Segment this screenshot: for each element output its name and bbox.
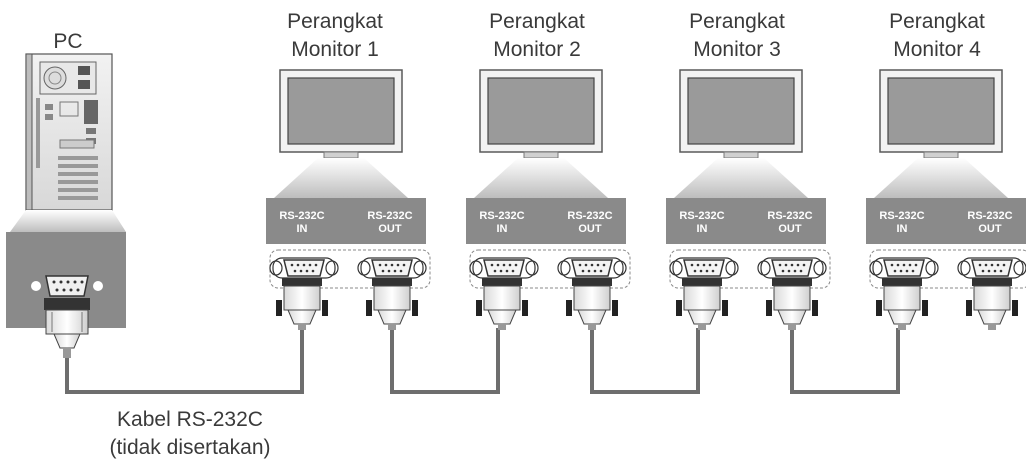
monitor-1-icon [279,69,403,159]
monitor-2-out-plug-icon [566,278,618,330]
monitor-4-in-port-icon [869,257,939,279]
cable-monitor-3-to-monitor-4 [790,328,900,394]
monitor-1-out-port-icon [357,257,427,279]
monitor-1-zoom-beam [274,158,408,198]
monitor-2-in-port-icon [469,257,539,279]
monitor-3-in-port-icon [669,257,739,279]
monitor-4-label: Perangkat Monitor 4 [872,8,1002,64]
monitor-3-port-frame [669,249,831,289]
monitor-4-icon [879,69,1003,159]
monitor-2-label: Perangkat Monitor 2 [472,8,602,64]
monitor-2-port-panel [466,198,626,244]
cable-monitor-2-to-monitor-3 [590,328,700,394]
monitor-1-label-line2: Monitor 1 [291,38,379,61]
monitor-2-label-line2: Monitor 2 [493,38,581,61]
monitor-1-in-plug-icon [276,278,328,330]
rs232c-cables [65,328,900,394]
cable-label: Kabel RS-232C (tidak disertakan) [90,406,290,460]
monitor-3-out-port-icon [757,257,827,279]
monitor-3-label: Perangkat Monitor 3 [672,8,802,64]
monitor-2-port-frame [469,249,631,289]
monitor-3-zoom-beam [674,158,808,198]
monitor-1-port-frame [269,249,431,289]
monitor-3-label-line1: Perangkat [689,10,785,33]
monitor-4-in-plug-icon [876,278,928,330]
monitor-4-port-panel [866,198,1026,244]
monitor-2-out-port-icon [557,257,627,279]
cable-monitor-1-to-monitor-2 [390,328,500,394]
cable-pc-to-monitor-1 [65,328,304,394]
monitor-3-label-line2: Monitor 3 [693,38,781,61]
monitor-3-in-plug-icon [676,278,728,330]
monitor-3-out-plug-icon [766,278,818,330]
monitor-4-out-plug-icon [966,278,1018,330]
monitor-4-zoom-beam [874,158,1008,198]
pc-serial-port-icon [31,275,103,297]
cable-label-line1: Kabel RS-232C [117,408,263,431]
monitor-2-icon [479,69,603,159]
pc-cable-plug-icon [44,298,90,358]
monitor-3-port-panel [666,198,826,244]
cable-label-line2: (tidak disertakan) [109,436,271,459]
pc-tower-icon [25,53,113,211]
monitor-2-label-line1: Perangkat [489,10,585,33]
monitor-2-zoom-beam [474,158,608,198]
monitor-4-label-line1: Perangkat [889,10,985,33]
monitor-4-port-frame [869,249,1026,289]
monitor-1-label: Perangkat Monitor 1 [270,8,400,64]
monitor-4-out-port-icon [957,257,1026,279]
monitor-1-label-line1: Perangkat [287,10,383,33]
monitor-4-label-line2: Monitor 4 [893,38,981,61]
monitor-3-icon [679,69,803,159]
monitor-2-in-plug-icon [476,278,528,330]
monitor-1-port-panel [266,198,426,244]
pc-label: PC [53,30,83,53]
monitor-1-in-port-icon [269,257,339,279]
monitor-1-out-plug-icon [366,278,418,330]
pc-zoom-beam [10,210,126,232]
